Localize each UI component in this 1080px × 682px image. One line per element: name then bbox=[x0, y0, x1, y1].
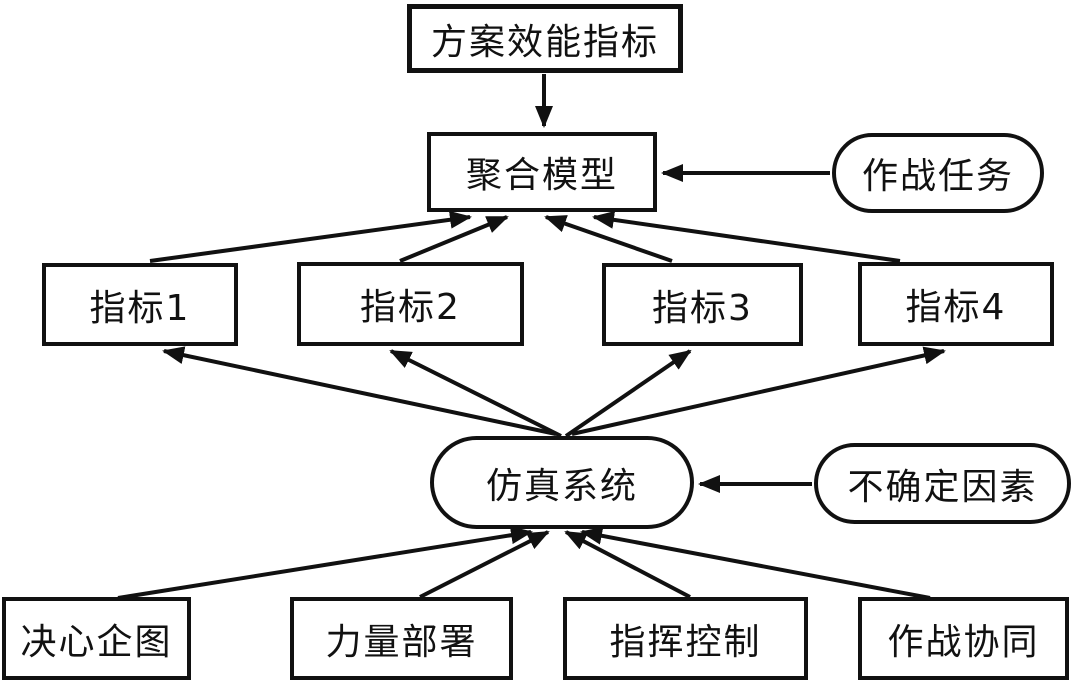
arrow-force-deployment-to-simulation-system bbox=[419, 530, 550, 599]
arrow-simulation-system-to-indicator1 bbox=[162, 346, 557, 436]
node-indicator1-label: 指标1 bbox=[89, 287, 191, 329]
node-aggregation-model: 聚合模型 bbox=[427, 132, 657, 212]
node-uncertain-factors-label: 不确定因素 bbox=[847, 466, 1038, 508]
node-indicator2-label: 指标2 bbox=[360, 287, 461, 328]
node-force-deployment: 力量部署 bbox=[290, 597, 513, 680]
node-aggregation-model-label: 聚合模型 bbox=[465, 155, 618, 196]
node-decision-intent-label: 决心企图 bbox=[20, 621, 173, 663]
node-indicator3-label: 指标3 bbox=[652, 287, 753, 329]
arrow-simulation-system-to-indicator2 bbox=[389, 349, 562, 438]
node-scheme-effectiveness-indicator-label: 方案效能指标 bbox=[430, 21, 659, 63]
node-combat-coordination-label: 作战协同 bbox=[887, 621, 1040, 663]
node-force-deployment-label: 力量部署 bbox=[325, 621, 478, 663]
node-simulation-system: 仿真系统 bbox=[430, 436, 694, 529]
arrow-simulation-system-to-indicator4 bbox=[571, 346, 946, 436]
node-uncertain-factors: 不确定因素 bbox=[814, 443, 1071, 524]
arrow-indicator1-to-aggregation-model bbox=[149, 210, 472, 263]
node-indicator4-label: 指标4 bbox=[905, 287, 1007, 328]
node-combat-task: 作战任务 bbox=[832, 133, 1044, 213]
node-scheme-effectiveness-indicator: 方案效能指标 bbox=[407, 4, 683, 73]
node-decision-intent: 决心企图 bbox=[2, 597, 191, 680]
node-indicator3: 指标3 bbox=[602, 263, 803, 346]
arrow-indicator4-to-aggregation-model bbox=[592, 210, 901, 263]
arrow-decision-intent-to-simulation-system bbox=[117, 526, 533, 600]
arrow-indicator3-to-aggregation-model bbox=[544, 215, 673, 263]
node-indicator4: 指标4 bbox=[858, 262, 1054, 346]
node-indicator1: 指标1 bbox=[42, 263, 238, 346]
arrow-combat-coordination-to-simulation-system bbox=[580, 526, 931, 600]
node-command-control-label: 指挥控制 bbox=[609, 621, 762, 663]
arrow-simulation-system-to-indicator3 bbox=[564, 349, 692, 438]
node-combat-task-label: 作战任务 bbox=[861, 156, 1014, 197]
arrow-indicator2-to-aggregation-model bbox=[399, 215, 509, 263]
node-indicator2: 指标2 bbox=[297, 262, 524, 346]
node-command-control: 指挥控制 bbox=[563, 597, 808, 680]
node-combat-coordination: 作战协同 bbox=[858, 597, 1069, 680]
node-simulation-system-label: 仿真系统 bbox=[485, 465, 638, 507]
